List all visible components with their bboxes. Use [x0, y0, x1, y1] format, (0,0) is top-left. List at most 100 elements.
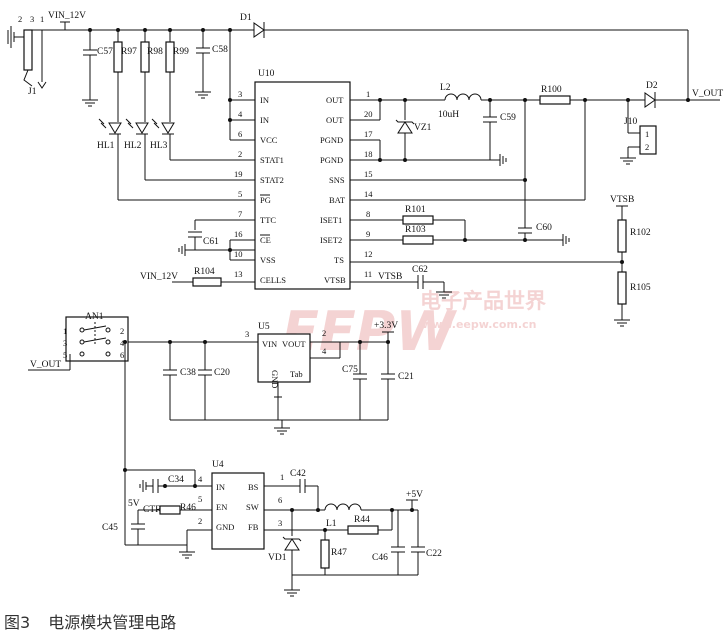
u5-ref: U5 [258, 322, 270, 332]
j1-pin-3: 3 [30, 14, 34, 24]
zener-vz1: VZ1 [395, 100, 432, 160]
u4-num-4: 4 [198, 474, 203, 484]
r103-ref: R103 [405, 225, 426, 235]
u10-pin-out2: OUT [326, 115, 344, 125]
u10-num-r0: 1 [366, 89, 370, 99]
u10-num-l9: 13 [234, 269, 243, 279]
c38-ref: C38 [180, 368, 196, 378]
net-vin-12v-left: VIN_12V [140, 272, 178, 282]
r98-ref: R98 [147, 47, 163, 57]
u5-pin-vout: VOUT [282, 339, 306, 349]
c46-ref: C46 [372, 553, 388, 563]
u10-num-l2: 6 [238, 129, 242, 139]
an1-pin-2: 2 [120, 326, 124, 336]
watermark-logo: EEPW [282, 300, 457, 363]
u10-pin-stat1: STAT1 [260, 155, 284, 165]
cap-c62: C62 [412, 265, 428, 289]
net-v-out-right: V_OUT [692, 89, 723, 99]
r105-ref: R105 [630, 283, 651, 293]
u10-num-r7: 9 [366, 229, 370, 239]
u4-pin-sw: SW [246, 502, 259, 512]
u4-pin-bs: BS [248, 482, 259, 492]
j1-ref: J1 [28, 87, 37, 97]
an1-switch: AN1 1 2 3 4 5 6 [63, 312, 129, 362]
u4-num-6: 6 [278, 495, 282, 505]
led-hl2: HL2 [124, 118, 149, 180]
diode-d1: D1 [230, 13, 689, 100]
net-5v-small: 5V [128, 499, 140, 509]
u10-num-l0: 3 [238, 89, 242, 99]
u10-num-l5: 5 [238, 189, 242, 199]
u10-pin-pgnd1: PGND [320, 135, 343, 145]
u10-num-r8: 12 [364, 249, 373, 259]
resistor-r101: R101 [402, 205, 434, 225]
u10-num-r1: 20 [364, 109, 373, 119]
resistor-r97: R97 [113, 30, 137, 118]
l2-ref: L2 [440, 83, 451, 93]
d2-ref: D2 [646, 81, 658, 91]
r104-ref: R104 [194, 267, 215, 277]
u5-pin-gnd: GND [270, 370, 280, 388]
u10-pin-ttc: TTC [260, 215, 276, 225]
u10-ref: U10 [258, 69, 275, 79]
u10-num-l3: 2 [238, 149, 242, 159]
c20-ref: C20 [214, 368, 230, 378]
u4-num-3: 3 [278, 518, 282, 528]
resistor-r100: R100 [539, 85, 571, 105]
hl1-ref: HL1 [97, 141, 115, 151]
c45-ref: C45 [102, 523, 118, 533]
net-v-out-left: V_OUT [30, 360, 61, 370]
u10-num-r9: 11 [364, 269, 372, 279]
r47-ref: R47 [331, 548, 347, 558]
led-hl3: HL3 [150, 118, 175, 160]
u10-pin-pg: PG [260, 195, 271, 205]
u5-num-4: 4 [322, 346, 327, 356]
cap-c34: C34 [152, 475, 195, 493]
j1-connector: 2 3 1 J1 [7, 14, 60, 97]
r44-ref: R44 [354, 515, 370, 525]
an1-pin-4: 4 [120, 338, 125, 348]
cap-c75: C75 [342, 342, 367, 420]
u10-num-r3: 18 [364, 149, 373, 159]
an1-ref: AN1 [85, 312, 104, 322]
cap-c57: C57 [82, 30, 113, 107]
u10-num-r5: 14 [364, 189, 373, 199]
r101-ref: R101 [405, 205, 426, 215]
resistor-r99: R99 [165, 30, 189, 118]
j1-pin-2: 2 [18, 14, 22, 24]
resistor-r104: R104 [192, 267, 222, 287]
inductor-l2: L2 10uH [438, 83, 482, 120]
resistor-r46: R46 [159, 503, 196, 515]
c60-ref: C60 [536, 223, 552, 233]
u5-pin-vin: VIN [262, 339, 277, 349]
u4-pin-fb: FB [248, 522, 259, 532]
cap-c38: C38 [163, 342, 196, 420]
watermark: EEPW 电子产品世界 www.eepw.com.cn [282, 289, 546, 363]
resistor-r105: R105 [617, 271, 651, 305]
c58-ref: C58 [212, 45, 228, 55]
figure-number: 图3 [4, 613, 31, 632]
u10-pin-bat: BAT [329, 195, 346, 205]
u4-num-5: 5 [198, 494, 202, 504]
r102-ref: R102 [630, 228, 651, 238]
c34-ref: C34 [168, 475, 184, 485]
net-vin-12v-top: VIN_12V [48, 11, 86, 21]
l2-value: 10uH [438, 110, 459, 120]
u4-num-1: 1 [280, 472, 284, 482]
u10-pin-vcc: VCC [260, 135, 278, 145]
u4-chip: U4 IN EN GND BS SW FB 4 5 2 1 6 3 [198, 460, 284, 550]
c75-ref: C75 [342, 365, 358, 375]
hl2-ref: HL2 [124, 141, 142, 151]
d1-ref: D1 [240, 13, 252, 23]
u10-pin-in2: IN [260, 115, 269, 125]
u10-pin-ce: CE [260, 235, 271, 245]
figure-title: 电源模块管理电路 [48, 613, 177, 632]
u10-pin-sns: SNS [329, 175, 345, 185]
u5-chip: U5 VIN VOUT Tab GND 3 2 4 [245, 322, 327, 388]
figure-caption: 图3 电源模块管理电路 [4, 609, 194, 633]
r46-ref: R46 [180, 503, 196, 513]
cap-c21: C21 [381, 342, 414, 420]
cap-c58: C58 [195, 30, 228, 99]
net-p3v3: +3.3V [374, 321, 398, 331]
